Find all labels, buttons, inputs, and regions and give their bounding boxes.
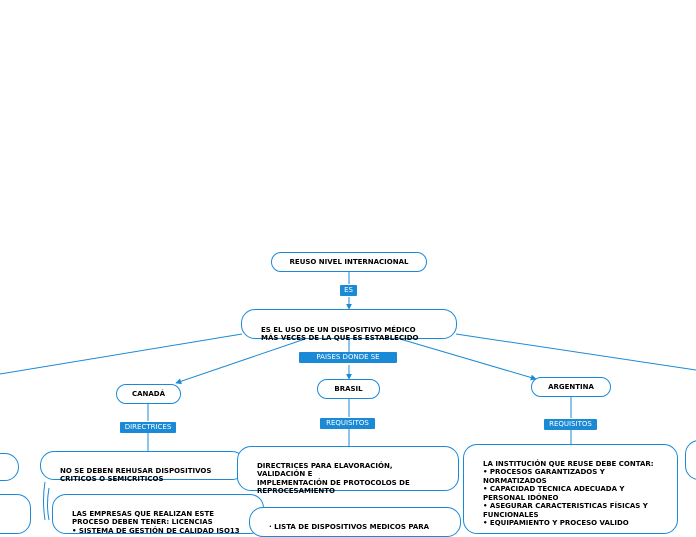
brasil-item-1-text: DIRECTRICES PARA ELAVORACIÓN, VALIDACIÓN… bbox=[257, 461, 410, 496]
partial-node-right[interactable] bbox=[685, 440, 696, 480]
link-label-paises: PAISES DONDE SE EMPLEA bbox=[299, 352, 397, 372]
country-node-brasil[interactable]: BRASIL bbox=[317, 379, 380, 399]
brasil-item-2[interactable]: · LISTA DE DISPOSITIVOS MEDICOS PARA bbox=[249, 507, 461, 537]
edge-canada-bracket bbox=[43, 481, 46, 520]
canada-item-2-text: LAS EMPRESAS QUE REALIZAN ESTE PROCESO D… bbox=[72, 509, 240, 534]
edge-definition-to-far-right bbox=[455, 333, 696, 371]
root-label: REUSO NIVEL INTERNACIONAL bbox=[289, 257, 409, 266]
canada-item-1-text: NO SE DEBEN REHUSAR DISPOSITIVOS CRITICO… bbox=[60, 466, 212, 484]
brasil-item-2-text: · LISTA DE DISPOSITIVOS MEDICOS PARA bbox=[269, 522, 430, 531]
connector-layer bbox=[0, 272, 696, 520]
edge-canada-bracket-inner bbox=[47, 487, 50, 520]
country-name-brasil: BRASIL bbox=[334, 384, 363, 393]
partial-node-left-2[interactable] bbox=[0, 494, 31, 534]
definition-label: ES EL USO DE UN DISPOSITIVO MÉDICO MÁS V… bbox=[261, 325, 419, 343]
link-label-canada-directrices: DIRECTRICES bbox=[120, 422, 176, 433]
country-node-canada[interactable]: CANADÁ bbox=[116, 384, 181, 404]
canada-item-1[interactable]: NO SE DEBEN REHUSAR DISPOSITIVOS CRITICO… bbox=[40, 451, 246, 483]
canada-item-2[interactable]: LAS EMPRESAS QUE REALIZAN ESTE PROCESO D… bbox=[52, 494, 264, 534]
edge-definition-to-argentina bbox=[399, 338, 537, 381]
root-node[interactable]: REUSO NIVEL INTERNACIONAL bbox=[271, 252, 427, 272]
link-label-argentina-requisitos: REQUISITOS bbox=[544, 419, 597, 430]
brasil-item-1[interactable]: DIRECTRICES PARA ELAVORACIÓN, VALIDACIÓN… bbox=[237, 446, 459, 495]
country-name-canada: CANADÁ bbox=[131, 389, 166, 398]
country-node-argentina[interactable]: ARGENTINA bbox=[531, 377, 611, 397]
argentina-item-1[interactable]: LA INSTITUCIÓN QUE REUSE DEBE CONTAR: • … bbox=[463, 444, 678, 534]
edge-definition-to-far-left bbox=[0, 333, 243, 375]
edge-definition-to-canada bbox=[175, 338, 306, 385]
link-label-es: ES bbox=[340, 285, 357, 296]
argentina-item-1-text: LA INSTITUCIÓN QUE REUSE DEBE CONTAR: • … bbox=[483, 459, 654, 528]
definition-node[interactable]: ES EL USO DE UN DISPOSITIVO MÉDICO MÁS V… bbox=[241, 309, 457, 342]
country-name-argentina: ARGENTINA bbox=[548, 382, 594, 391]
link-label-brasil-requisitos: REQUISITOS bbox=[320, 418, 375, 429]
